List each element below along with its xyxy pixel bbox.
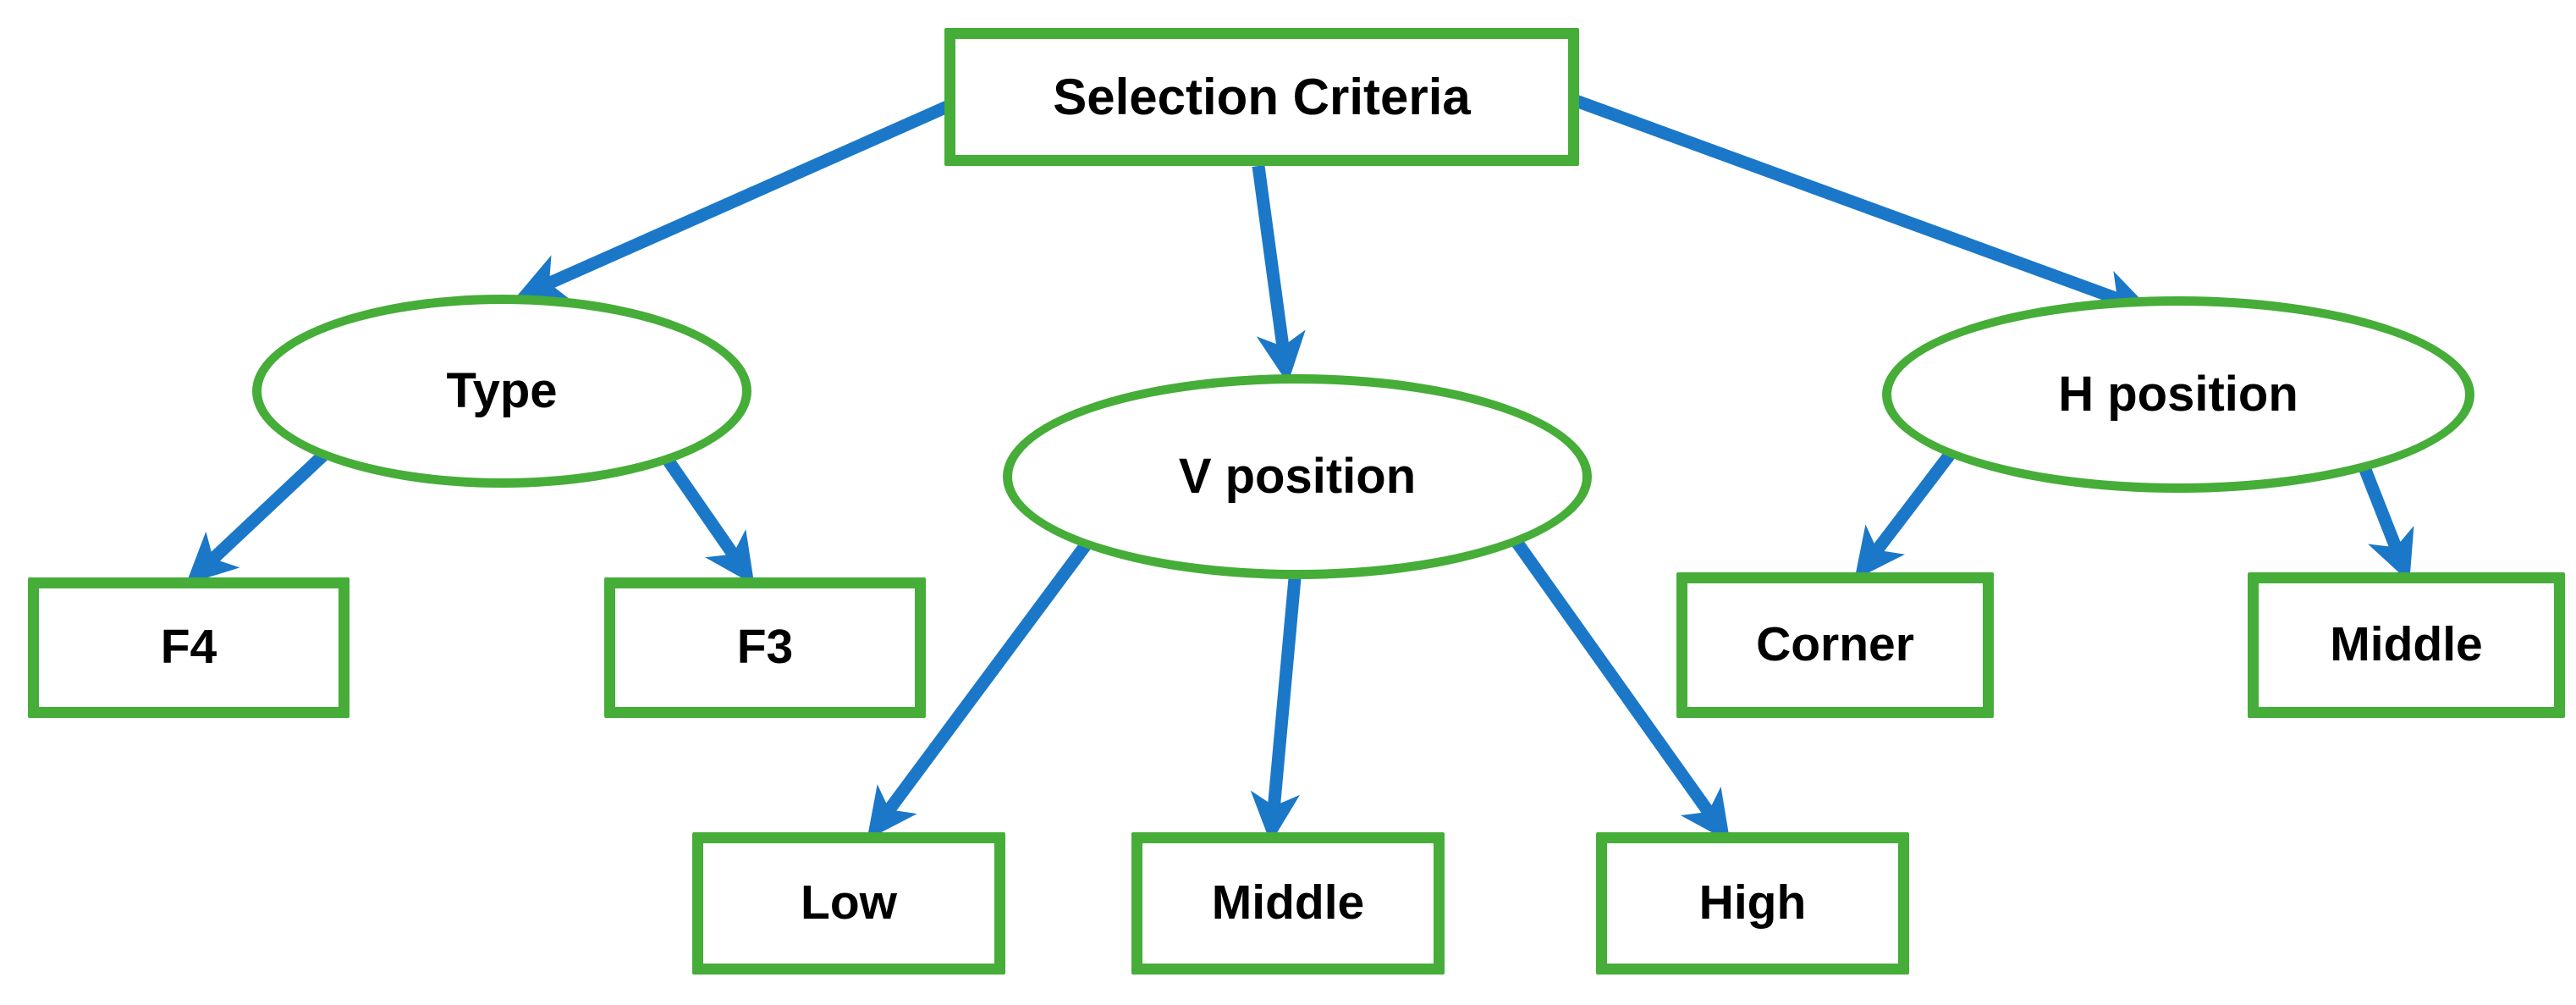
node-label: F4 — [160, 620, 217, 675]
node-f3[interactable]: F3 — [604, 577, 926, 718]
node-type[interactable]: Type — [252, 295, 751, 488]
edge-vposition-to-vmiddle — [1250, 577, 1302, 843]
node-label: Type — [446, 362, 558, 418]
node-v-position[interactable]: V position — [1003, 374, 1592, 579]
node-label: High — [1698, 875, 1807, 930]
edge-type-to-f4 — [185, 447, 332, 585]
node-h-position[interactable]: H position — [1882, 296, 2474, 493]
edge-root-to-type — [515, 95, 964, 301]
edge-type-to-f3 — [656, 447, 755, 585]
node-selection-criteria[interactable]: Selection Criteria — [944, 28, 1579, 166]
node-v-middle[interactable]: Middle — [1131, 832, 1445, 975]
node-label: Middle — [1211, 875, 1365, 930]
node-label: Middle — [2330, 617, 2483, 672]
node-low[interactable]: Low — [692, 832, 1005, 975]
node-corner[interactable]: Corner — [1676, 572, 1994, 718]
node-h-middle[interactable]: Middle — [2248, 572, 2565, 718]
edge-root-to-hposition — [1557, 88, 2153, 318]
node-label: V position — [1178, 448, 1417, 504]
node-label: Selection Criteria — [1053, 69, 1471, 125]
node-label: Corner — [1756, 617, 1914, 672]
node-label: H position — [2058, 366, 2298, 422]
edge-root-to-vposition — [1252, 164, 1306, 384]
node-label: Low — [801, 875, 897, 930]
node-f4[interactable]: F4 — [28, 577, 350, 718]
node-high[interactable]: High — [1596, 832, 1909, 975]
edge-hposition-to-corner — [1854, 447, 1957, 580]
node-label: F3 — [736, 620, 794, 675]
